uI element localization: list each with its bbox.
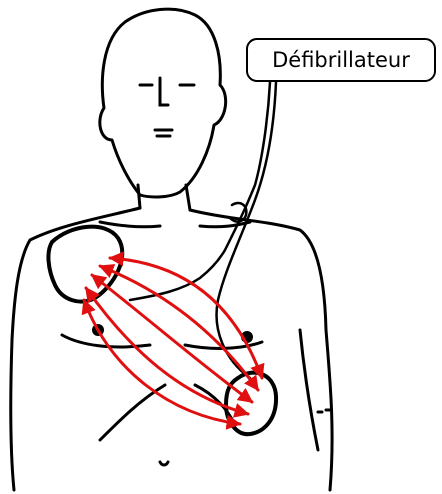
head-outline (100, 9, 226, 197)
face (140, 78, 194, 136)
cable-outer (130, 82, 270, 300)
right-arm-line (300, 330, 318, 450)
torso-outline (11, 208, 332, 490)
right-arm-detail (318, 410, 330, 412)
clavicle-left (100, 222, 160, 227)
defibrillator-label: Défibrillateur (246, 38, 436, 82)
defibrillator-label-text: Défibrillateur (272, 48, 410, 72)
defibrillator-cables (130, 82, 276, 378)
clavicle-right (200, 222, 250, 227)
current-arrow-2 (100, 266, 258, 390)
nose (160, 78, 168, 105)
current-arrow-3 (92, 275, 252, 402)
current-arrow-1 (110, 258, 262, 378)
mouth (155, 130, 172, 136)
navel (160, 462, 168, 465)
